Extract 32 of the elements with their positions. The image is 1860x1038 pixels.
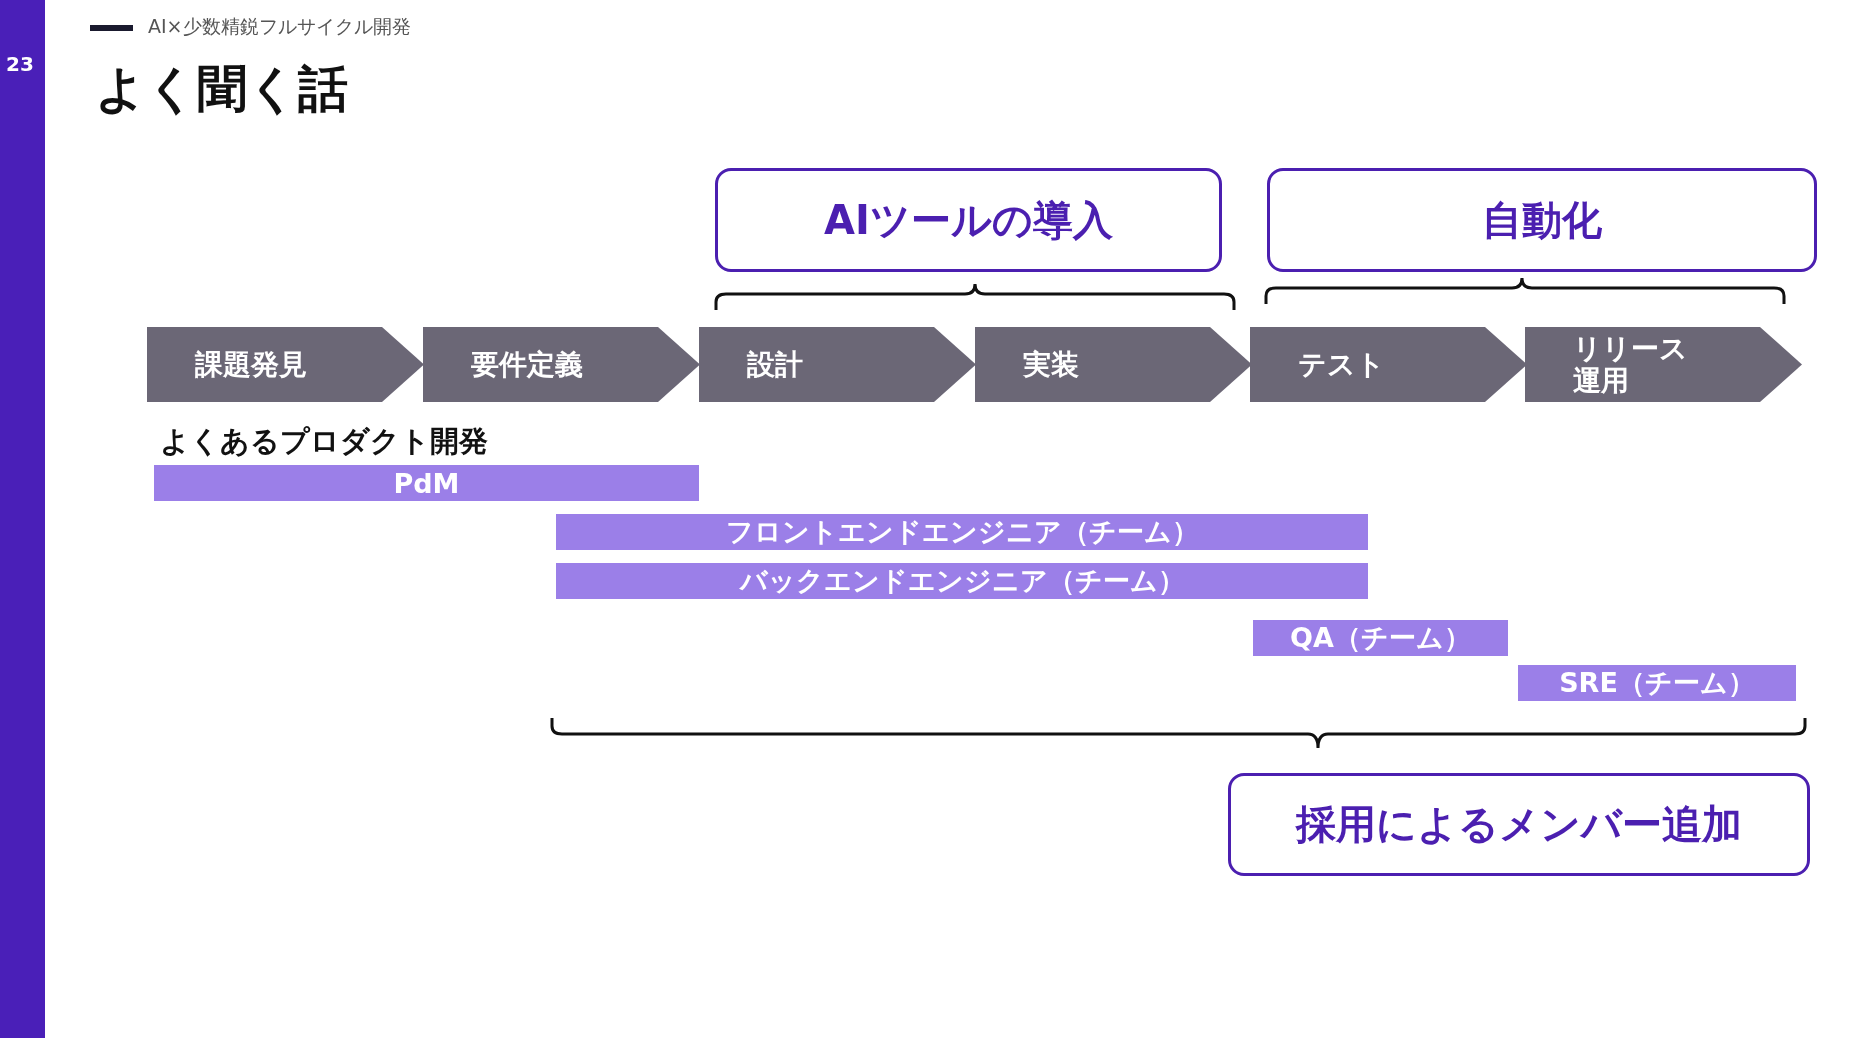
section-label: よくあるプロダクト開発 bbox=[160, 423, 488, 460]
step-label: 要件定義 bbox=[471, 348, 584, 381]
slide-title: よく聞く話 bbox=[95, 59, 348, 120]
step-label: 実装 bbox=[1023, 348, 1080, 381]
box-title: 採用によるメンバー追加 bbox=[1296, 800, 1742, 849]
bar-label: SRE（チーム） bbox=[1559, 666, 1755, 700]
process-step bbox=[1525, 327, 1802, 402]
breadcrumb-text: AI×少数精鋭フルサイクル開発 bbox=[148, 14, 411, 39]
process-step bbox=[975, 327, 1252, 402]
process-step bbox=[423, 327, 700, 402]
role-bar bbox=[556, 514, 1368, 550]
bar-label: バックエンドエンジニア（チーム） bbox=[739, 564, 1185, 598]
process-step bbox=[1250, 327, 1527, 402]
step-label: リリース運用 bbox=[1573, 332, 1689, 397]
bar-label: QA（チーム） bbox=[1290, 621, 1471, 655]
process-step bbox=[699, 327, 976, 402]
outlined-box bbox=[1267, 168, 1817, 272]
process-step bbox=[147, 327, 424, 402]
outlined-box bbox=[715, 168, 1222, 272]
step-label: 課題発見 bbox=[195, 348, 308, 381]
role-bar bbox=[1253, 620, 1508, 656]
outlined-box bbox=[1228, 773, 1810, 876]
page-number: 23 bbox=[5, 52, 35, 76]
step-label: テスト bbox=[1298, 348, 1386, 381]
step-label: 設計 bbox=[747, 348, 804, 381]
bar-label: フロントエンドエンジニア（チーム） bbox=[725, 515, 1199, 549]
role-bar bbox=[556, 563, 1368, 599]
box-title: AIツールの導入 bbox=[824, 195, 1113, 245]
bar-label: PdM bbox=[393, 467, 460, 499]
box-title: 自動化 bbox=[1482, 195, 1602, 245]
role-bar bbox=[1518, 665, 1796, 701]
role-bar bbox=[154, 465, 699, 501]
